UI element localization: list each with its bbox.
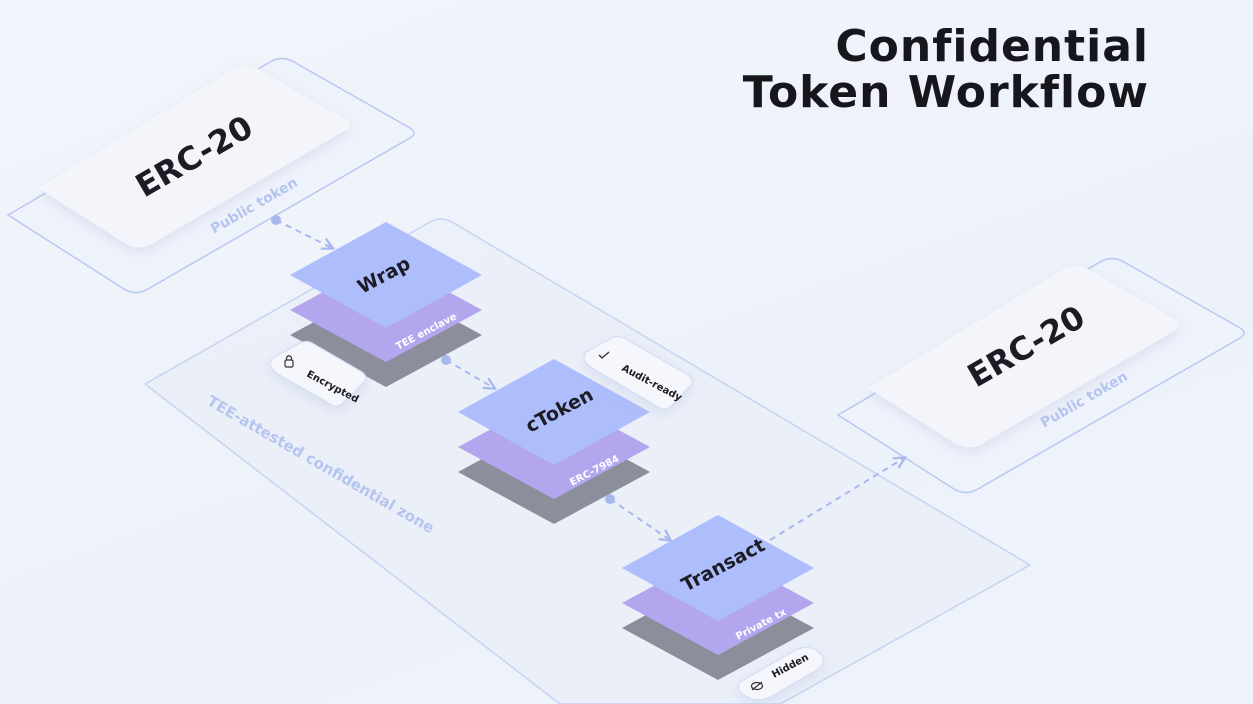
connector-dot bbox=[441, 355, 451, 365]
connector-ctoken-to-transact bbox=[609, 498, 670, 540]
flow-connectors bbox=[271, 215, 904, 540]
connector-transact-to-erc20 bbox=[769, 458, 904, 541]
step-ctoken: cToken ERC-7984 bbox=[458, 359, 650, 524]
lock-icon bbox=[284, 355, 294, 368]
check-icon bbox=[598, 351, 610, 359]
title-line-2: Token Workflow bbox=[742, 67, 1149, 118]
erc20-source-card: ERC-20 Public token bbox=[6, 57, 415, 294]
connector-erc20-to-wrap bbox=[275, 219, 332, 248]
connector-dot bbox=[271, 215, 281, 225]
step-wrap: Wrap TEE enclave bbox=[290, 222, 482, 387]
page-title: Confidential Token Workflow bbox=[743, 24, 1149, 116]
eye-off-icon bbox=[750, 681, 764, 691]
connector-wrap-to-ctoken bbox=[445, 359, 494, 388]
step-transact: Transact Private tx bbox=[622, 515, 814, 680]
title-line-1: Confidential bbox=[835, 21, 1149, 72]
erc20-destination-card: ERC-20 Public token bbox=[836, 257, 1245, 494]
connector-dot bbox=[605, 494, 615, 504]
